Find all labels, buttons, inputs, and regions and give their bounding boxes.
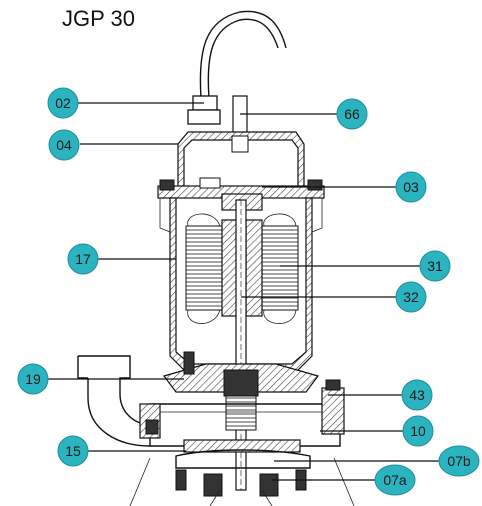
callout-bubble (57, 435, 89, 467)
callout-label-66: 66 (344, 106, 360, 122)
callouts: 02 04 66 03 17 31 32 19 43 (17, 87, 480, 496)
callout-label-17: 17 (75, 251, 91, 267)
callout-label-03: 03 (403, 179, 419, 195)
callout-label-07a: 07a (383, 472, 407, 488)
callout-bubble (438, 445, 480, 477)
callout-bubble (402, 415, 434, 447)
callout-label-02: 02 (55, 95, 71, 111)
callout-bubble (48, 129, 80, 161)
callout-bubble (374, 464, 416, 496)
motor-shaft (235, 199, 247, 491)
callout-bubble (17, 363, 49, 395)
impeller (175, 439, 311, 469)
callout-label-19: 19 (25, 371, 41, 387)
callout-label-15: 15 (65, 443, 81, 459)
bearing-housing (162, 351, 320, 431)
power-cable (187, 10, 287, 125)
callout-label-32: 32 (403, 289, 419, 305)
callout-bubble (67, 243, 99, 275)
callout-bubble (419, 250, 451, 282)
callout-label-07b: 07b (447, 453, 471, 469)
callout-label-10: 10 (410, 423, 426, 439)
shaft-top (232, 95, 248, 137)
cable-cover-housing (177, 131, 305, 189)
discharge-pipe (77, 355, 151, 447)
callout-bubble (401, 379, 433, 411)
callout-bubble (395, 281, 427, 313)
callout-bubble (336, 98, 368, 130)
callout-bubble (47, 87, 79, 119)
top-flange (157, 177, 325, 211)
callout-bubble (395, 171, 427, 203)
drawing-title: JGP 30 (62, 6, 135, 31)
callout-label-31: 31 (427, 258, 443, 274)
stator-windings (185, 213, 299, 324)
callout-label-04: 04 (56, 137, 72, 153)
callout-label-43: 43 (409, 387, 425, 403)
